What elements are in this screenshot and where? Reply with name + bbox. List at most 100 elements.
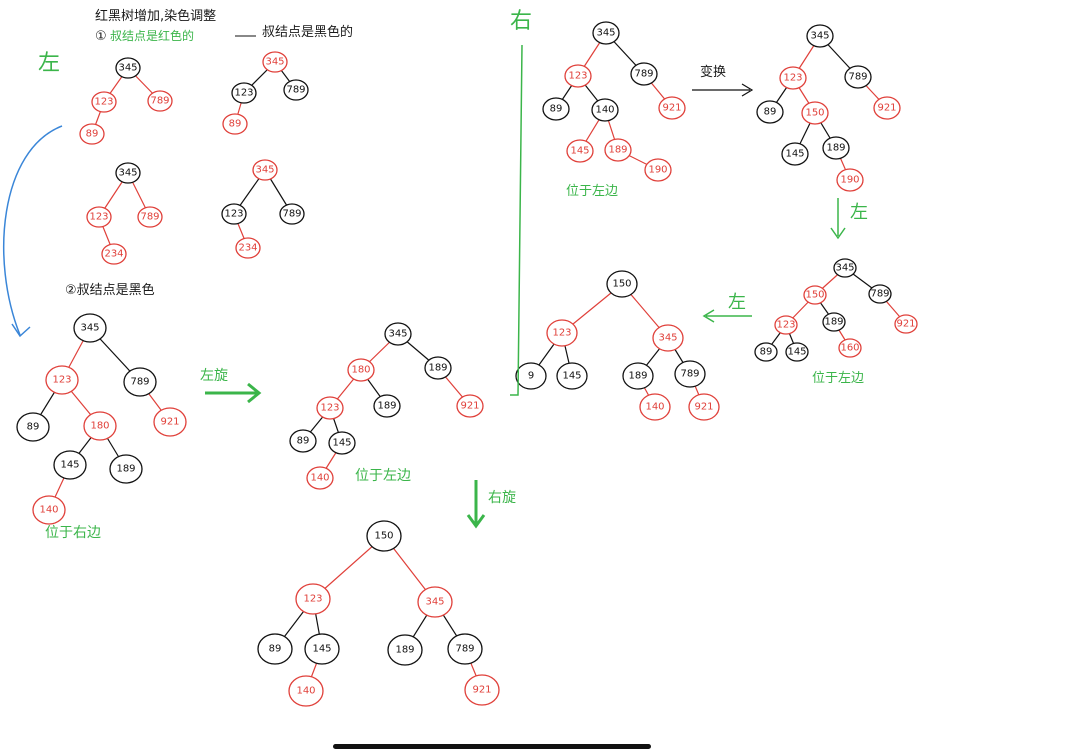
node-circle xyxy=(235,237,261,259)
node-circle xyxy=(79,123,105,145)
node-circle xyxy=(803,285,827,305)
node-label: 89 xyxy=(550,104,563,115)
node-label: 89 xyxy=(229,119,242,130)
blue-curve-arrow xyxy=(2,125,63,336)
node-circle xyxy=(801,101,829,125)
t10-node-160: 160 xyxy=(838,338,862,358)
node-label: 345 xyxy=(388,329,407,340)
t8-node-345: 345 xyxy=(592,21,620,45)
node-label: 180 xyxy=(351,365,370,376)
node-circle xyxy=(222,113,248,135)
t8-node-921: 921 xyxy=(658,96,686,120)
t11-node-150: 150 xyxy=(606,270,638,298)
node-circle xyxy=(774,315,798,335)
t6-node-145: 145 xyxy=(328,431,356,455)
node-circle xyxy=(347,358,375,382)
node-circle xyxy=(257,633,293,665)
t4-node-234: 234 xyxy=(235,237,261,259)
case1-red-uncle: 叔结点是红色的 xyxy=(110,28,194,43)
t10-node-89: 89 xyxy=(754,342,778,362)
node-circle xyxy=(564,64,592,88)
node-label: 345 xyxy=(596,28,615,39)
node-circle xyxy=(32,495,66,525)
node-circle xyxy=(754,342,778,362)
t5-node-921: 921 xyxy=(153,407,187,437)
swap-label: 变换 xyxy=(700,64,726,80)
node-label: 9 xyxy=(528,371,534,382)
node-circle xyxy=(304,633,340,665)
t3-node-345: 345 xyxy=(115,162,141,184)
node-label: 921 xyxy=(896,319,915,330)
node-label: 150 xyxy=(805,108,824,119)
t11-node-140: 140 xyxy=(639,393,671,421)
node-circle xyxy=(91,91,117,113)
page-title: 红黑树增加,染色调整 xyxy=(95,8,216,24)
node-circle xyxy=(639,393,671,421)
left-arrow xyxy=(702,309,752,323)
down-left-label: 左 xyxy=(850,202,868,223)
t7-node-123: 123 xyxy=(295,583,331,615)
node-circle xyxy=(137,206,163,228)
node-circle xyxy=(447,633,483,665)
t2-node-89: 89 xyxy=(222,113,248,135)
node-label: 234 xyxy=(238,243,257,254)
node-label: 345 xyxy=(658,333,677,344)
node-circle xyxy=(542,97,570,121)
home-indicator xyxy=(333,744,651,749)
at-left-label-1: 位于左边 xyxy=(355,468,411,484)
node-circle xyxy=(894,314,918,334)
t5-node-89: 89 xyxy=(16,412,50,442)
node-circle xyxy=(86,206,112,228)
node-circle xyxy=(53,450,87,480)
node-circle xyxy=(279,203,305,225)
t5-node-189: 189 xyxy=(109,454,143,484)
node-label: 123 xyxy=(552,328,571,339)
t6-node-921: 921 xyxy=(456,394,484,418)
node-circle xyxy=(464,674,500,706)
t11-node-189: 189 xyxy=(622,362,654,390)
node-circle xyxy=(606,270,638,298)
node-label: 140 xyxy=(595,105,614,116)
node-label: 140 xyxy=(310,473,329,484)
t1-node-345: 345 xyxy=(115,57,141,79)
t7-node-145: 145 xyxy=(304,633,340,665)
node-label: 345 xyxy=(118,63,137,74)
t6-node-89: 89 xyxy=(289,429,317,453)
node-label: 140 xyxy=(645,402,664,413)
node-label: 189 xyxy=(377,401,396,412)
t2-node-123: 123 xyxy=(231,82,257,104)
node-circle xyxy=(622,362,654,390)
node-label: 140 xyxy=(296,686,315,697)
node-label: 189 xyxy=(395,645,414,656)
node-label: 921 xyxy=(160,417,179,428)
node-label: 345 xyxy=(118,168,137,179)
node-circle xyxy=(756,100,784,124)
node-circle xyxy=(515,362,547,390)
t9-node-789: 789 xyxy=(844,65,872,89)
node-circle xyxy=(295,583,331,615)
t6-node-189: 189 xyxy=(373,394,401,418)
t9-node-123: 123 xyxy=(779,66,807,90)
node-circle xyxy=(836,168,864,192)
rotate-left-arrow xyxy=(205,382,262,404)
node-circle xyxy=(153,407,187,437)
t4-node-789: 789 xyxy=(279,203,305,225)
node-circle xyxy=(644,158,672,182)
node-label: 123 xyxy=(89,212,108,223)
node-label: 345 xyxy=(80,323,99,334)
node-circle xyxy=(316,396,344,420)
t3-node-789: 789 xyxy=(137,206,163,228)
node-circle xyxy=(822,312,846,332)
t9-node-345: 345 xyxy=(806,24,834,48)
node-label: 123 xyxy=(303,594,322,605)
at-left-label-3: 位于左边 xyxy=(812,371,864,386)
t4-node-123: 123 xyxy=(221,203,247,225)
node-label: 123 xyxy=(568,71,587,82)
t5-node-180: 180 xyxy=(83,411,117,441)
node-label: 789 xyxy=(848,72,867,83)
t10-node-921: 921 xyxy=(894,314,918,334)
node-label: 150 xyxy=(612,279,631,290)
node-circle xyxy=(366,520,402,552)
node-circle xyxy=(591,98,619,122)
node-circle xyxy=(123,367,157,397)
